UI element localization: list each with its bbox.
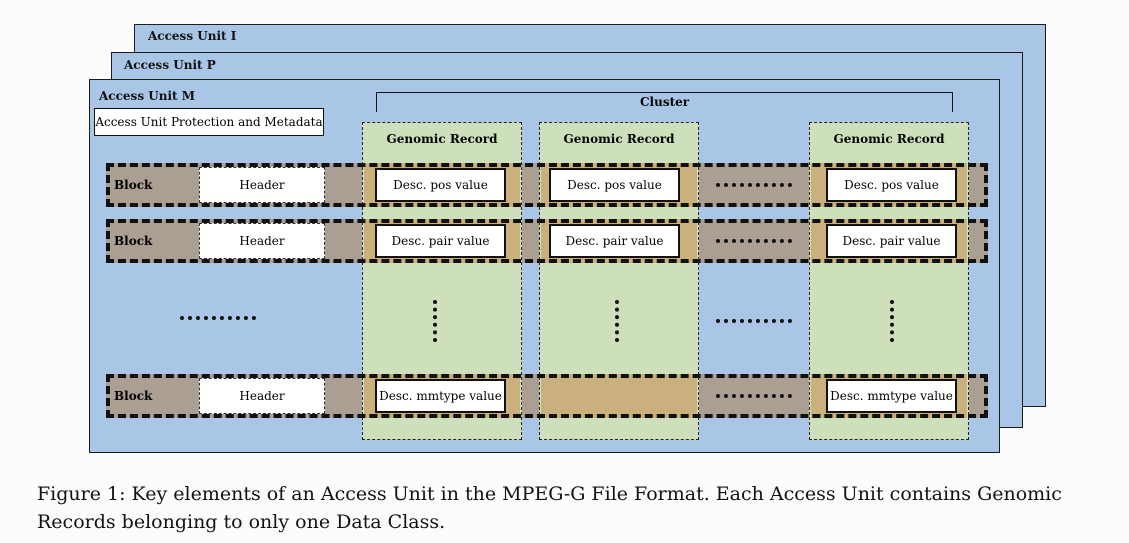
descriptor-pair-value: Desc. pair value xyxy=(826,224,957,258)
vertical-ellipsis xyxy=(433,300,437,342)
cluster-label: Cluster xyxy=(640,95,690,109)
horizontal-ellipsis xyxy=(716,394,792,398)
genomic-record-label: Genomic Record xyxy=(563,132,675,146)
vertical-ellipsis xyxy=(890,300,894,342)
descriptor-pair-value: Desc. pair value xyxy=(375,224,506,258)
descriptor-mmtype-value: Desc. mmtype value xyxy=(826,379,957,413)
block-label: Block xyxy=(114,389,153,403)
horizontal-ellipsis xyxy=(716,183,792,187)
access-unit-i-label: Access Unit I xyxy=(148,29,237,43)
descriptor-pos-value: Desc. pos value xyxy=(375,168,506,202)
descriptor-pair-value: Desc. pair value xyxy=(549,224,680,258)
descriptor-pos-value: Desc. pos value xyxy=(826,168,957,202)
figure-caption: Figure 1: Key elements of an Access Unit… xyxy=(37,483,1062,533)
metadata-box: Access Unit Protection and Metadata xyxy=(94,108,324,136)
block-label: Block xyxy=(114,234,153,248)
descriptor-mmtype-value: Desc. mmtype value xyxy=(375,379,506,413)
genomic-record-label: Genomic Record xyxy=(833,132,945,146)
access-unit-m-label: Access Unit M xyxy=(99,89,195,103)
cluster-bracket xyxy=(376,92,953,112)
block-border xyxy=(106,219,988,263)
block-record-cell xyxy=(541,374,697,418)
horizontal-ellipsis xyxy=(180,316,256,320)
genomic-record-label: Genomic Record xyxy=(386,132,498,146)
block-border xyxy=(106,163,988,207)
descriptor-pos-value: Desc. pos value xyxy=(549,168,680,202)
vertical-ellipsis xyxy=(615,300,619,342)
block-header-box: Header xyxy=(199,223,325,259)
block-header-box: Header xyxy=(199,167,325,203)
access-unit-p-label: Access Unit P xyxy=(124,58,216,72)
horizontal-ellipsis xyxy=(716,239,792,243)
block-border xyxy=(106,374,988,418)
horizontal-ellipsis xyxy=(716,319,792,323)
block-label: Block xyxy=(114,178,153,192)
block-header-box: Header xyxy=(199,378,325,414)
